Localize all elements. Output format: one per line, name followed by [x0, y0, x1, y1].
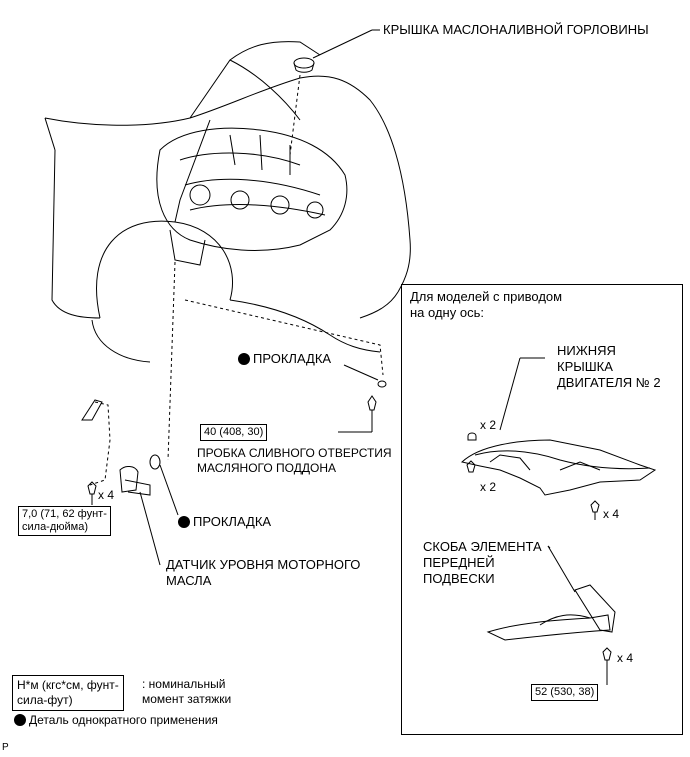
- one-time-use-icon: [238, 353, 250, 365]
- sensor-torque-box: 7,0 (71, 62 фунт- сила-дюйма): [18, 506, 111, 536]
- one-time-use-icon: [178, 516, 190, 528]
- page-marker: P: [2, 742, 9, 753]
- inset-title: Для моделей с приводом на одну ось:: [410, 289, 563, 320]
- one-time-use-icon: [14, 714, 26, 726]
- brace-bolt-count: x 4: [617, 651, 634, 665]
- undercover-side-bolt-count: x 4: [603, 507, 620, 521]
- torque-unit-legend-description: : номинальный момент затяжки: [142, 677, 232, 706]
- brace-torque-box: 52 (530, 38): [531, 684, 599, 701]
- undercover-bottom-bolt-count: x 2: [480, 480, 497, 494]
- suspension-brace-label: СКОБА ЭЛЕМЕНТА ПЕРЕДНЕЙ ПОДВЕСКИ: [423, 539, 542, 586]
- one-time-use-legend: Деталь однократного применения: [14, 714, 218, 727]
- gasket-bottom-label: ПРОКЛАДКА: [178, 514, 271, 530]
- drain-plug-torque-box: 40 (408, 30): [200, 424, 268, 441]
- torque-unit-legend-box: Н*м (кгс*см, фунт- сила-фут): [12, 675, 124, 711]
- oil-level-sensor-label: ДАТЧИК УРОВНЯ МОТОРНОГО МАСЛА: [166, 557, 361, 588]
- sensor-bolt-count: x 4: [98, 488, 115, 502]
- gasket-top-label: ПРОКЛАДКА: [238, 351, 331, 367]
- oil-filler-cap-label: КРЫШКА МАСЛОНАЛИВНОЙ ГОРЛОВИНЫ: [383, 22, 649, 37]
- undercover-top-bolt-count: x 2: [480, 418, 497, 432]
- engine-undercover-label: НИЖНЯЯ КРЫШКА ДВИГАТЕЛЯ № 2: [557, 343, 661, 390]
- two-wheel-drive-inset: [401, 284, 683, 735]
- drain-plug-label: ПРОБКА СЛИВНОГО ОТВЕРСТИЯ МАСЛЯНОГО ПОДД…: [197, 446, 392, 475]
